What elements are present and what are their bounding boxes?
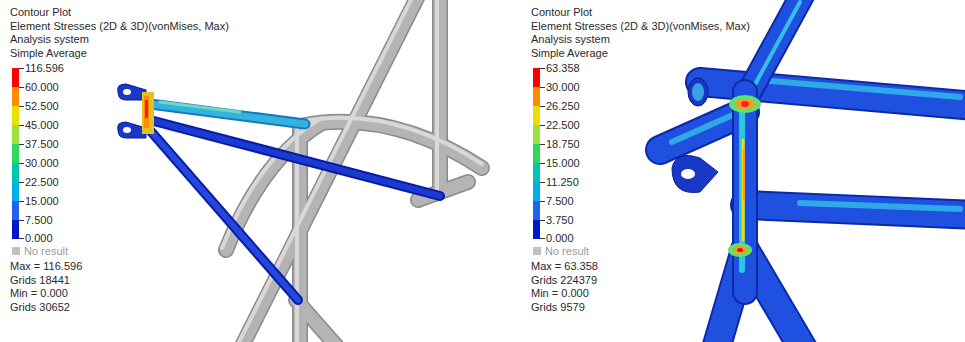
plot-header: Analysis system	[10, 33, 89, 45]
legend-swatch	[12, 247, 20, 255]
legend-text: No result	[24, 245, 68, 257]
tick-marks	[19, 69, 545, 239]
contour-value: 22.500	[25, 176, 59, 188]
stressed-members	[148, 102, 440, 300]
contour-value: 26.250	[546, 100, 580, 112]
contour-value: 7.500	[546, 195, 574, 207]
plot-header: Analysis system	[531, 33, 610, 45]
plot-header: Simple Average	[10, 47, 87, 59]
contour-value: 45.000	[25, 119, 59, 131]
contour-value: 7.500	[25, 214, 53, 226]
contour-value: 0.000	[25, 232, 53, 244]
legend-row: No result	[533, 245, 589, 257]
extreme-value: Grids 18441	[10, 274, 70, 286]
contour-value: 11.250	[546, 176, 579, 188]
plot-header: Contour Plot	[10, 6, 71, 18]
contour-value: 63.358	[546, 62, 580, 74]
extreme-value: Max = 116.596	[10, 260, 82, 272]
plot-header: Contour Plot	[531, 6, 592, 18]
contour-value: 30.000	[546, 81, 580, 93]
mount-bracket	[672, 156, 718, 193]
contour-value: 37.500	[25, 138, 59, 150]
mount-bracket	[118, 84, 154, 138]
contour-value: 60.000	[25, 81, 59, 93]
contour-value: 0.000	[546, 232, 574, 244]
contour-value: 52.500	[25, 100, 59, 112]
contour-value: 18.750	[546, 138, 580, 150]
legend-text: No result	[545, 245, 589, 257]
extreme-value: Min = 0.000	[10, 287, 68, 299]
extreme-value: Max = 63.358	[531, 260, 598, 272]
extreme-value: Grids 30652	[10, 301, 70, 313]
contour-value: 15.000	[546, 157, 580, 169]
node-tubes	[660, 0, 965, 342]
contour-value: 116.596	[25, 62, 64, 74]
contour-value: 22.500	[546, 119, 580, 131]
legend-swatch	[533, 247, 541, 255]
contour-value: 30.000	[25, 157, 59, 169]
legend-row: No result	[12, 245, 68, 257]
contour-value: 15.000	[25, 195, 59, 207]
plot-header: Simple Average	[531, 47, 608, 59]
extreme-value: Grids 224379	[531, 274, 597, 286]
extreme-value: Min = 0.000	[531, 287, 589, 299]
plot-header: Element Stresses (2D & 3D)(vonMises, Max…	[531, 20, 750, 32]
color-bar	[12, 68, 540, 239]
contour-value: 3.750	[546, 214, 574, 226]
extreme-value: Grids 9579	[531, 301, 585, 313]
plot-header: Element Stresses (2D & 3D)(vonMises, Max…	[10, 20, 229, 32]
